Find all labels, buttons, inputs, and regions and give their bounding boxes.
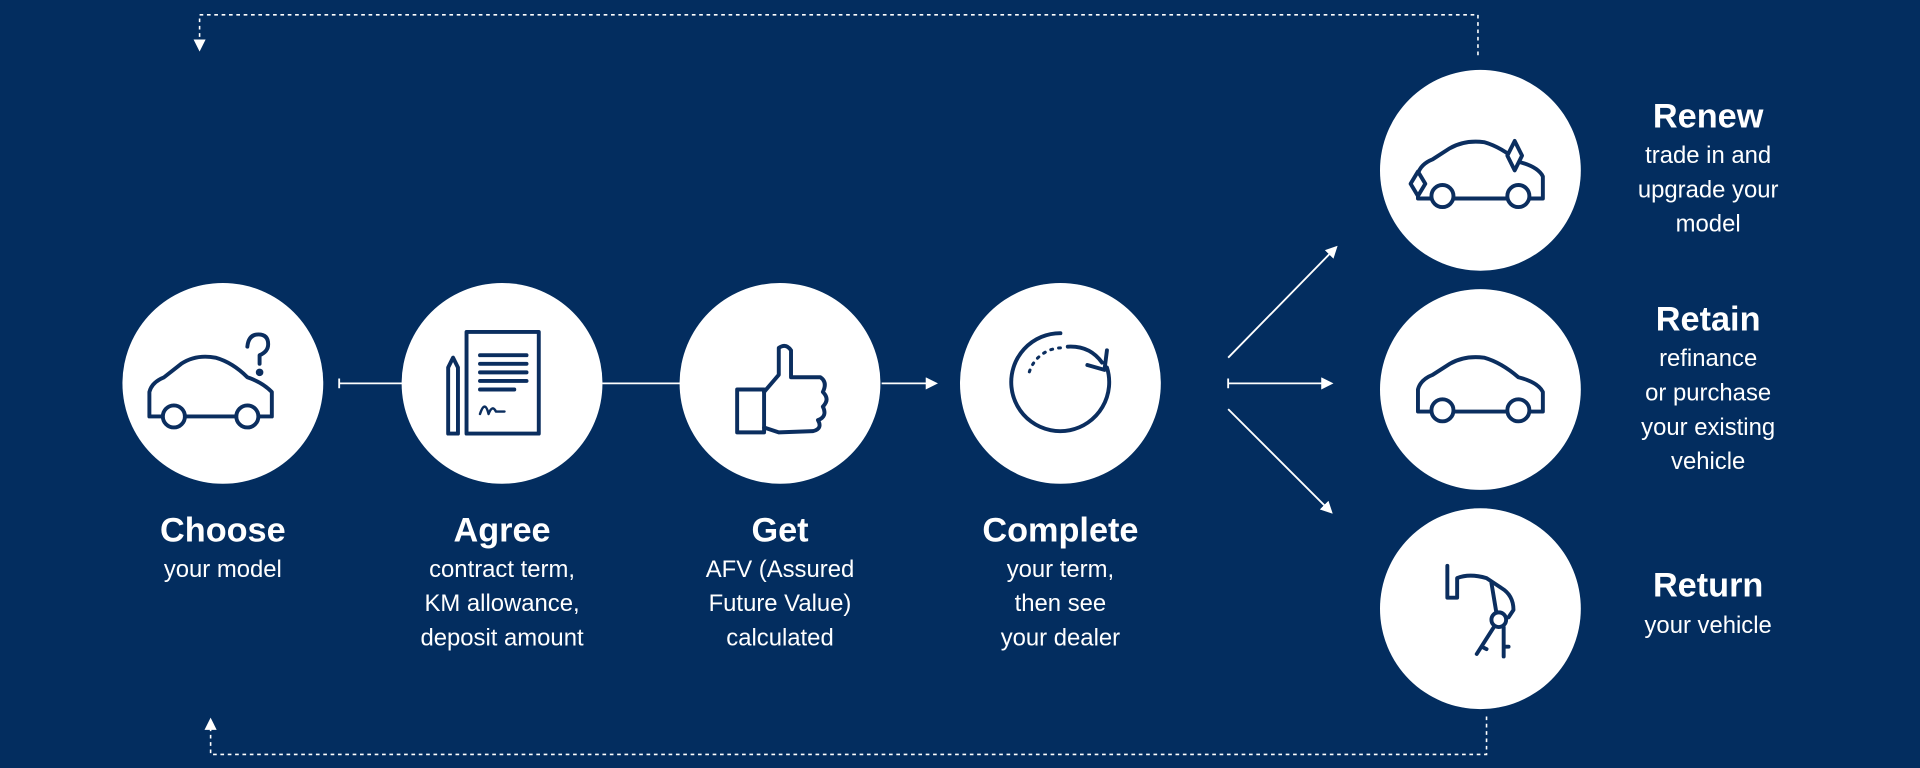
option-retain [1380,289,1581,490]
option-renew [1380,69,1581,271]
option-desc: upgrade your [1638,176,1779,203]
step-desc: contract term, [429,556,575,583]
step-title: Agree [453,511,550,549]
option-labels: Renew trade in and upgrade your model Re… [1638,97,1779,639]
option-desc: refinance [1659,345,1757,372]
thumbs-up-icon [735,343,829,435]
step-desc: your term, [1007,556,1114,583]
step-agree [401,282,603,484]
step-get [679,282,881,484]
step-labels: Choose your model Agree contract term, K… [160,511,1138,651]
step-title: Choose [160,511,286,549]
step-choose [122,282,324,484]
car-sparkle-icon [1408,138,1545,210]
step-desc: your model [164,556,282,583]
step-desc: deposit amount [420,624,584,651]
car-icon [1416,355,1545,424]
bottom-loop-line [204,716,1488,756]
option-desc: model [1676,211,1741,238]
option-desc: trade in and [1645,142,1771,169]
hand-keys-icon [1445,563,1516,659]
step-title: Complete [982,511,1138,549]
step-desc: calculated [726,624,833,651]
option-desc: or purchase [1645,380,1771,407]
car-question-icon [147,332,274,430]
step-desc: AFV (Assured [706,556,855,583]
option-return [1380,508,1581,710]
step-title: Get [751,511,808,549]
option-desc: your vehicle [1645,612,1772,639]
option-desc: vehicle [1671,448,1745,475]
option-title: Renew [1653,97,1764,135]
step-desc: your dealer [1001,624,1120,651]
contract-pen-icon [446,330,541,436]
step-complete [960,282,1161,484]
step-desc: KM allowance, [424,590,579,617]
option-title: Return [1653,566,1763,604]
option-desc: your existing [1641,414,1775,441]
step-desc: Future Value) [709,590,852,617]
step-desc: then see [1015,590,1107,617]
top-loop-line [193,14,1479,56]
option-title: Retain [1656,301,1761,339]
cycle-arrow-icon [1009,331,1112,434]
connectors [338,245,1336,514]
